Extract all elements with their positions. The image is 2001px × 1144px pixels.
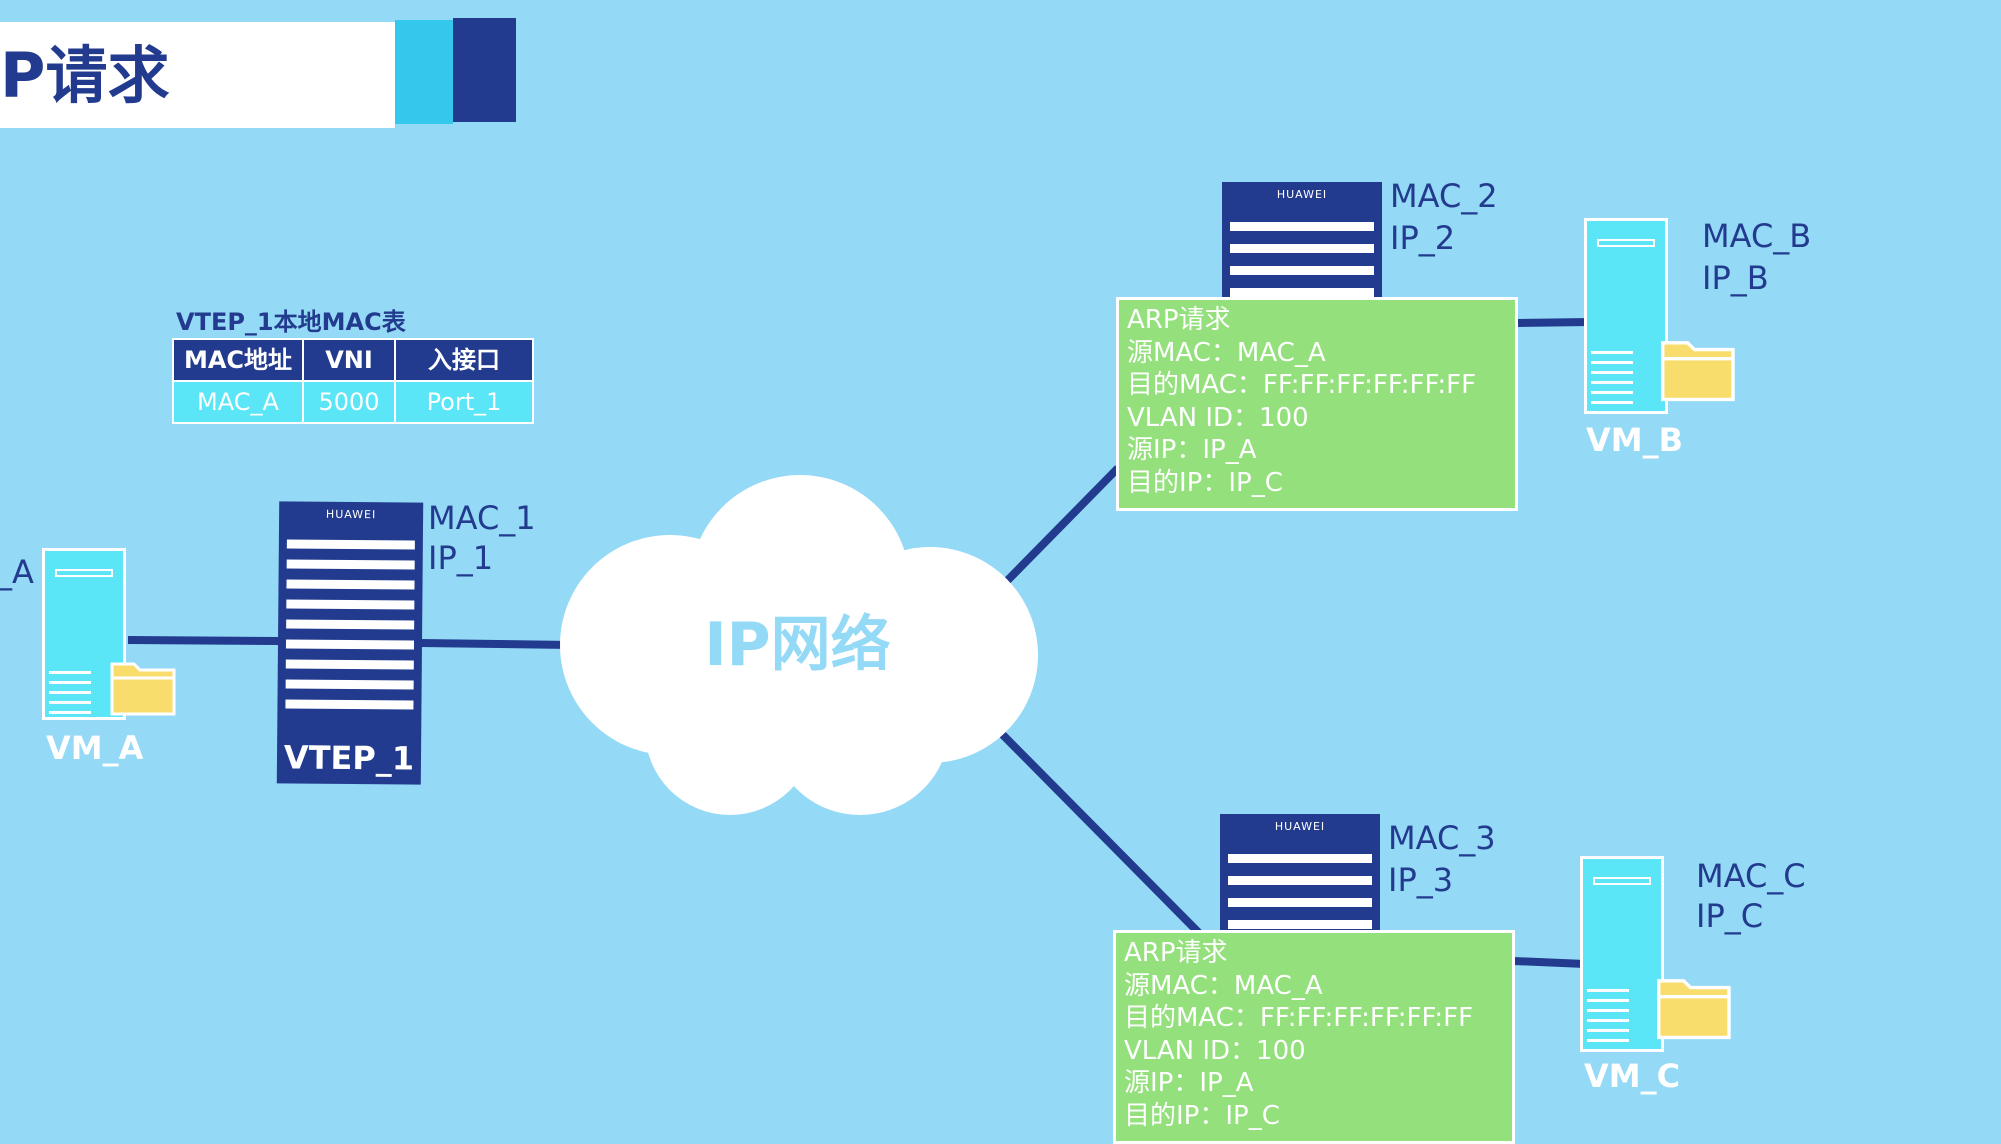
arp-vlan: VLAN ID：100 [1124,1035,1306,1066]
table-cell: Port_1 [394,380,534,424]
vtep2-switch: HUAWEI [1222,182,1382,312]
vtep1-ip: IP_1 [428,539,494,577]
link-vtep3-vm-c [1513,957,1586,968]
vm-b-ip: IP_B [1702,259,1769,297]
vm-c-ip: IP_C [1696,897,1764,935]
table-cell: MAC_A [172,380,304,424]
huawei-logo-icon: HUAWEI [1276,188,1328,201]
link-vm-a-vtep1 [127,636,281,645]
vm-b-icon [1584,218,1735,414]
vm-b-label: VM_B [1586,421,1683,459]
mac-table-header: VNI [302,338,396,382]
link-vtep2-vm-b [1517,318,1591,327]
mac-table-header: MAC地址 [172,338,304,382]
folder-icon [1657,979,1731,1040]
vtep1-mac: MAC_1 [428,499,536,537]
ip-network-cloud [560,475,1038,815]
vtep3-mac: MAC_3 [1388,819,1496,857]
page-title: P请求 [0,39,170,112]
vtep2-mac: MAC_2 [1390,177,1498,215]
vtep3-ip: IP_3 [1388,861,1454,899]
cloud-label: IP网络 [704,610,891,680]
server-icon [1584,218,1668,414]
vm-a-mac: _A [0,553,34,591]
vtep2-ip: IP_2 [1390,219,1456,257]
vtep1-label: VTEP_1 [283,738,415,778]
banner-accent-navy [453,18,516,122]
arp-src-ip: 源IP：IP_A [1127,435,1257,465]
vm-a-label: VM_A [46,729,144,767]
arp-src-mac: 源MAC：MAC_A [1127,337,1326,368]
arp-src-ip: 源IP：IP_A [1124,1068,1254,1098]
arp-dst-ip: 目的IP：IP_C [1124,1100,1280,1131]
arp-vlan: VLAN ID：100 [1127,402,1309,433]
vm-c-mac: MAC_C [1696,857,1806,895]
arp-title: ARP请求 [1127,305,1231,335]
server-icon [1580,856,1664,1052]
mac-table: MAC地址 VNI 入接口 MAC_A 5000 Port_1 [172,338,534,424]
huawei-logo-icon: HUAWEI [1274,820,1326,833]
link-vtep1-cloud [419,639,573,649]
arp-request-box-c: ARP请求 源MAC：MAC_A 目的MAC：FF:FF:FF:FF:FF:FF… [1113,930,1515,1144]
table-cell: 5000 [302,380,396,424]
folder-icon [1661,341,1735,402]
link-cloud-vtep2 [999,465,1121,589]
arp-src-mac: 源MAC：MAC_A [1124,970,1323,1001]
arp-dst-mac: 目的MAC：FF:FF:FF:FF:FF:FF [1124,1003,1474,1033]
mac-table-title: VTEP_1本地MAC表 [176,308,406,336]
title-banner [0,22,395,128]
folder-icon [110,662,176,716]
vm-c-label: VM_C [1584,1057,1681,1095]
huawei-logo-icon: HUAWEI [325,507,377,522]
mac-table-header: 入接口 [394,338,534,382]
vtep1-switch: HUAWEI VTEP_1 [276,501,424,785]
arp-dst-ip: 目的IP：IP_C [1127,467,1283,498]
banner-accent-cyan [395,20,453,124]
table-row: MAC_A 5000 Port_1 [172,380,534,424]
mac-table-header-row: MAC地址 VNI 入接口 [172,338,534,382]
vm-a-icon [42,548,176,728]
vtep3-switch: HUAWEI [1220,814,1380,944]
arp-request-box-b: ARP请求 源MAC：MAC_A 目的MAC：FF:FF:FF:FF:FF:FF… [1116,297,1518,511]
link-cloud-vtep3 [997,729,1203,937]
arp-title: ARP请求 [1124,938,1228,968]
vm-b-mac: MAC_B [1702,217,1812,255]
arp-dst-mac: 目的MAC：FF:FF:FF:FF:FF:FF [1127,370,1477,400]
vm-c-icon [1580,856,1731,1052]
